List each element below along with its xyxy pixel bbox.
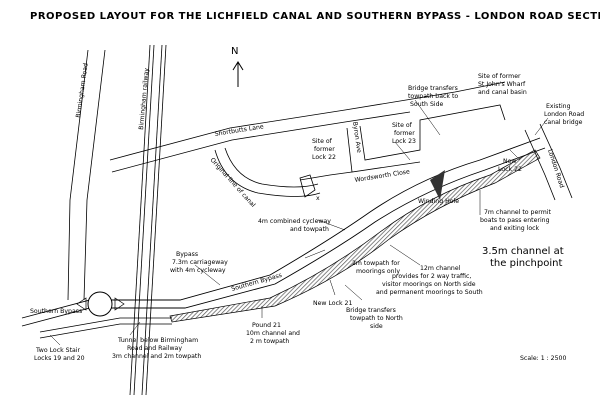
byron-ave-label: Byron Ave [351,121,362,153]
label-pinchpoint: 3.5m channel at the pinchpoint [482,246,567,269]
southern-bypass-left-label: Southern Bypass [30,308,82,315]
label-winding-hole: Winding Hole [418,198,459,205]
label-scale: Scale: 1 : 2500 [520,355,566,362]
label-st-johns-wharf: Site of former St John's Wharf and canal… [478,73,527,96]
north-arrow-icon: N [231,46,244,87]
label-pound21: Pound 21 10m channel and 2 m towpath [246,322,302,345]
southern-bypass-road [21,137,546,327]
shortbutts-lane [109,81,506,173]
label-2m-towpath: 2m towpath for moorings only [352,260,402,275]
label-two-lock-stair: Two Lock Stair Locks 19 and 20 [34,347,85,362]
birmingham-road [67,49,106,301]
label-bridge-south: Bridge transfers towpath back to South S… [408,85,460,108]
original-canal-line [214,147,321,197]
north-label: N [231,46,238,57]
roundabout-splitter-east [114,297,125,311]
winding-hole-shape [430,170,445,200]
london-road [524,123,573,201]
label-7m-channel: 7m channel to permit boats to pass enter… [480,209,553,232]
former-lock22-site [299,174,316,198]
london-road-label: London Road [546,148,565,188]
label-site-lock22: Site of former Lock 22 [312,138,337,161]
label-new-lock21: New Lock 21 [313,300,352,307]
housing-block [299,104,506,181]
birmingham-railway [129,44,167,396]
lock22-cross: x [316,195,320,202]
new-canal-channel [169,149,541,323]
label-12m-channel: 12m channel provides for 2 way traffic, … [376,265,483,296]
roundabout [87,291,113,317]
label-combined-cycleway: 4m combined cycleway and towpath [258,218,333,233]
diagram-title: PROPOSED LAYOUT FOR THE LICHFIELD CANAL … [30,11,600,22]
tunnel-canal [39,317,172,339]
label-new-lock22: New Lock 22 [498,158,522,173]
leader-lines [49,99,549,346]
birmingham-road-label: Birmingham Road [75,63,90,119]
roundabout-splitter-west [76,297,87,311]
label-site-lock23: Site of former Lock 23 [392,122,417,145]
label-bridge-north: Bridge transfers towpath to North side [346,307,405,330]
label-tunnel: Tunnel below Birmingham Road and Railway… [112,337,201,360]
label-bypass-carriageway: Bypass 7.3m carriageway with 4m cycleway [170,251,230,274]
southern-bypass-mid-label: Southern Bypass [231,272,283,293]
birmingham-railway-label: Birmingham railway [138,67,150,130]
label-existing-bridge: Existing London Road canal bridge [544,103,586,126]
